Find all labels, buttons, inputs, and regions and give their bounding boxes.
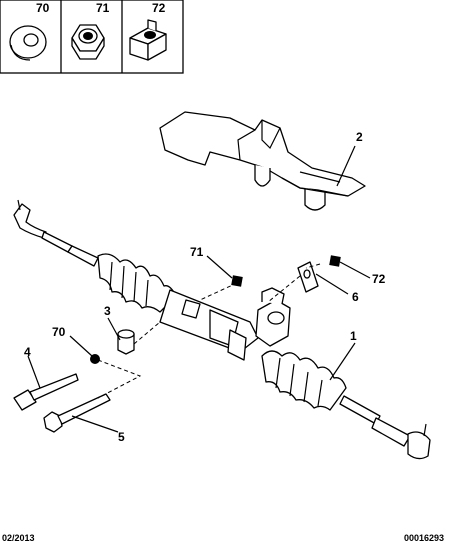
- legend-ref-70: 70: [36, 1, 50, 15]
- callout-4: 4: [24, 345, 31, 359]
- callout-6: 6: [352, 290, 359, 304]
- footer-date: 02/2013: [2, 533, 35, 543]
- legend-ref-71: 71: [96, 1, 110, 15]
- bushing-part-3: [117, 329, 135, 355]
- callout-5: 5: [118, 430, 125, 444]
- heat-shield-bracket: [159, 111, 366, 211]
- callout-72: 72: [372, 272, 386, 286]
- dashed-guides: [97, 263, 321, 399]
- legend-ref-72: 72: [152, 1, 166, 15]
- callout-70: 70: [52, 325, 66, 339]
- nut-71-marker: [231, 275, 243, 287]
- plate-part-6: [297, 261, 319, 293]
- washer-icon: [9, 25, 47, 61]
- steering-rack-assembly: [13, 199, 431, 460]
- washer-70-marker: [90, 354, 100, 364]
- callout-2: 2: [356, 130, 363, 144]
- bolt-part-4: [13, 373, 79, 411]
- parts-legend: 70 71 72: [0, 0, 184, 74]
- nut-72-marker: [329, 255, 341, 267]
- callout-1: 1: [350, 329, 357, 343]
- callout-3: 3: [104, 304, 111, 318]
- leader-lines: [27, 145, 371, 433]
- bolt-part-5: [43, 393, 111, 433]
- callout-71: 71: [190, 245, 204, 259]
- square-nut-icon: [129, 19, 167, 61]
- hex-nut-icon: [71, 24, 105, 60]
- footer-code: 00016293: [404, 533, 444, 543]
